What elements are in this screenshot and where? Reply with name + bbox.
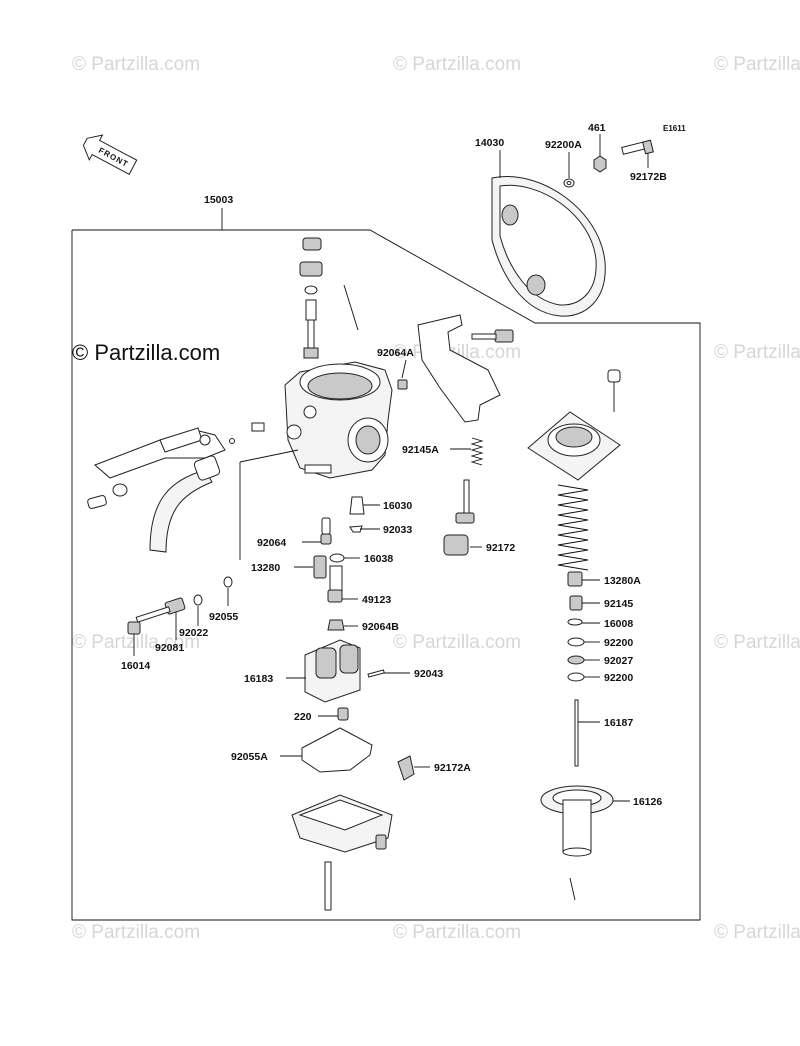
watermark: © Partzilla.com — [72, 632, 200, 653]
watermark: © Partzilla.com — [393, 54, 521, 75]
starter-plunger-stack — [127, 449, 299, 635]
watermark: © Partzilla.com — [714, 54, 800, 75]
label-16014: 16014 — [121, 660, 150, 672]
label-92064A: 92064A — [377, 347, 414, 359]
watermark: © Partzilla.com — [714, 922, 800, 943]
label-13280: 13280 — [251, 562, 280, 574]
label-13280A: 13280A — [604, 575, 641, 587]
label-49123: 49123 — [362, 594, 391, 606]
diaphragm-assembly — [527, 369, 621, 571]
float-bowl — [291, 794, 393, 911]
watermark: © Partzilla.com — [714, 632, 800, 653]
carburetor-body — [284, 284, 393, 479]
label-92200A: 92200A — [545, 139, 582, 151]
part-461-nut — [593, 134, 607, 173]
throttle-cable-bracket — [397, 314, 514, 423]
label-92027: 92027 — [604, 655, 633, 667]
label-92200: 92200 — [604, 672, 633, 684]
assembly-frame — [71, 208, 701, 921]
label-92081: 92081 — [155, 642, 184, 654]
watermark: © Partzilla.com — [714, 342, 800, 363]
watermark: © Partzilla.com — [393, 922, 521, 943]
watermark: © Partzilla.com — [72, 922, 200, 943]
label-92172: 92172 — [486, 542, 515, 554]
label-92033: 92033 — [383, 524, 412, 536]
label-92055: 92055 — [209, 611, 238, 623]
label-16126: 16126 — [633, 796, 662, 808]
part-labels: 15003 14030 92200A 461 92172B 92064A 921… — [121, 122, 667, 808]
part-92200A-washer — [563, 152, 575, 188]
label-92064: 92064 — [257, 537, 286, 549]
part-92172B-bolt — [621, 139, 654, 168]
label-461: 461 — [588, 122, 606, 134]
part-92172-screw — [443, 479, 475, 556]
label-92172B: 92172B — [630, 171, 667, 183]
label-92055A: 92055A — [231, 751, 268, 763]
front-direction-arrow: FRONT — [82, 134, 138, 175]
label-92200: 92200 — [604, 637, 633, 649]
label-15003: 15003 — [204, 194, 233, 206]
watermark: © Partzilla.com — [72, 54, 200, 75]
diagram-code: E1611 — [663, 124, 686, 133]
part-14030-duct — [491, 150, 606, 317]
label-92043: 92043 — [414, 668, 443, 680]
label-92145A: 92145A — [402, 444, 439, 456]
watermark-main: © Partzilla.com — [72, 340, 220, 365]
part-16183-float — [304, 639, 385, 703]
label-220: 220 — [294, 711, 312, 723]
label-16183: 16183 — [244, 673, 273, 685]
label-16038: 16038 — [364, 553, 393, 565]
label-16030: 16030 — [383, 500, 412, 512]
label-14030: 14030 — [475, 137, 504, 149]
part-16126-vacuum-piston — [540, 785, 614, 901]
label-92064B: 92064B — [362, 621, 399, 633]
right-small-parts — [567, 571, 585, 767]
label-92022: 92022 — [179, 627, 208, 639]
part-92055A-gasket — [301, 727, 373, 773]
label-16008: 16008 — [604, 618, 633, 630]
throttle-lever-assembly — [87, 422, 265, 553]
leader-lines — [133, 359, 630, 802]
needle-valve-group — [313, 496, 365, 631]
part-92145A-spring — [470, 437, 484, 466]
label-92145: 92145 — [604, 598, 633, 610]
label-92172A: 92172A — [434, 762, 471, 774]
part-220-pin — [337, 707, 349, 721]
label-16187: 16187 — [604, 717, 633, 729]
part-92172A-screw — [397, 755, 415, 781]
watermark: © Partzilla.com — [393, 632, 521, 653]
pilot-screw-stack — [299, 237, 323, 359]
